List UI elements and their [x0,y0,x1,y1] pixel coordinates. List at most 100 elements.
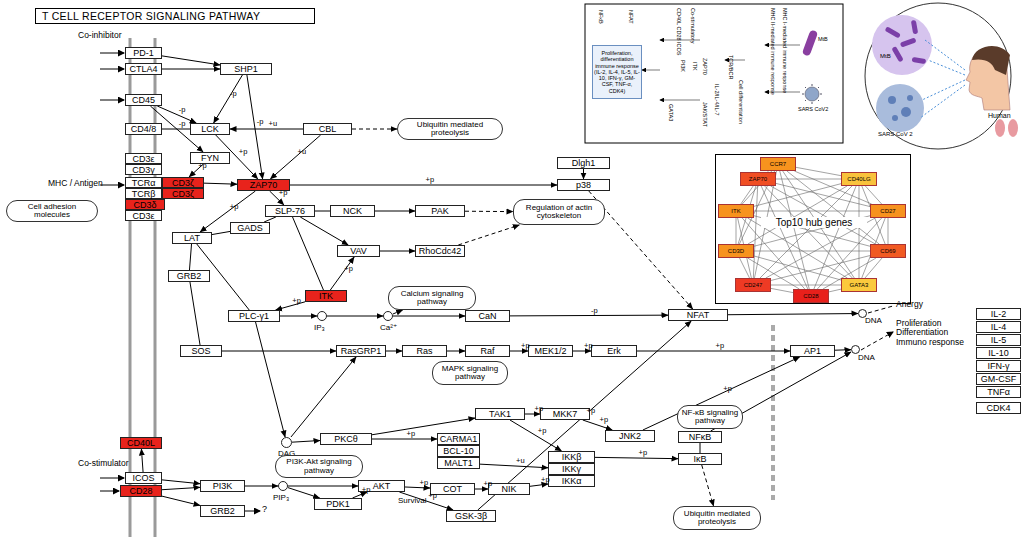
gene-box: LAT [172,232,212,244]
node-label: MKK7 [553,409,578,419]
gene-box: IL-5 [976,334,1021,346]
signal-arrow [204,183,237,184]
signal-arrow [270,191,284,205]
gene-box: IKKα [548,475,595,487]
free-label: TCR/BCR [728,55,734,79]
network-edge [765,186,853,278]
signal-arrow [475,489,488,490]
signal-arrow [315,211,330,212]
compound-circle: DNA [851,345,860,354]
free-label: Survival [398,497,438,506]
hub-gene-node: CD3D [718,244,754,258]
node-label: BCL-10 [443,446,474,456]
network-edge [859,186,860,278]
summary-box: Proliferation, differentiation immune re… [592,45,642,99]
node-label: GADS [237,223,263,233]
signal-arrow [141,449,143,472]
signal-arrow [375,211,415,212]
node-label: PI3K-Akt signaling pathway [279,458,359,475]
hub-gene-node: ITK [718,204,754,218]
gene-box: COT [430,483,475,495]
edge-label: +p [420,478,429,487]
gene-box: p38 [557,179,610,191]
node-label: GATA3 [850,282,869,288]
edge-label: +p [723,384,732,393]
node-label: GSK-3β [455,511,487,521]
free-label: PI3K [680,60,686,72]
free-label: MHC I-mediated immune response [782,8,788,93]
node-label: ITK [319,291,333,301]
edge-label: -p [179,105,186,114]
gene-box: Dlgh1 [557,157,610,169]
gene-box: RhoCdc42 [415,245,465,257]
free-label: SARS CoV 2 [878,131,913,138]
summary-inset-frame [585,4,843,143]
signal-arrow [447,351,465,352]
node-label: CD247 [744,282,763,288]
node-label: IKKβ [562,452,582,462]
summary-inset-arrows [642,40,800,100]
infection-illustration [865,3,1018,149]
node-label: SOS [191,346,210,356]
signal-arrow [288,486,358,487]
gene-box: CaN [465,310,510,322]
signal-arrow [293,217,324,290]
gene-box: CD45 [125,94,162,106]
pathway-link: NF-κB signaling pathway [677,405,743,429]
bacillus-icon [802,29,818,56]
network-edge [761,186,808,289]
edge-label: +p [344,264,353,273]
pathway-link: Ubiquitin mediated proteolysis [673,506,761,530]
compound-circle: Ca²⁺ [383,311,393,321]
free-label: MHC II-mediated immune response [770,8,776,95]
node-label: RhoCdc42 [419,246,462,256]
node-label: p38 [576,180,591,190]
node-label: IFN-γ [988,361,1010,371]
free-label: Human [988,112,1011,120]
node-label: CBL [319,124,337,134]
free-label: ZAP70 [702,58,708,75]
gene-box: GSK-3β [446,510,496,522]
gene-box: CD3ε [125,153,162,164]
gene-box: TCRβ [125,188,162,199]
node-label: IL-10 [988,348,1009,358]
signal-arrow [162,480,200,484]
gene-box: Ras [402,345,447,357]
free-label: NFκB [598,10,604,24]
network-edge [787,171,879,244]
node-label: PAK [431,206,448,216]
membrane-line [154,38,157,537]
free-label: ITK [692,62,698,71]
hub-gene-node: ZAP70 [740,172,776,186]
node-label: CD3D [728,248,744,254]
signal-arrow [291,357,356,437]
free-label: Proliferation Differentiation Immuno res… [896,319,974,347]
signal-arrow [380,251,415,252]
gene-box: BCL-10 [437,445,480,457]
node-label: AKT [373,481,391,491]
node-label: CD40LG [847,176,870,182]
compound-circle: PIP₃ [278,481,288,491]
edge-label: -p [591,306,598,315]
edge-label: -p [257,117,264,126]
pathway-link: Calcium signaling pathway [388,286,476,310]
network-edge [776,179,841,180]
network-edge [741,186,753,204]
gene-box: PD-1 [125,47,162,59]
gene-box: PLC-γ1 [228,310,280,322]
edge-label: +p [292,296,301,305]
gene-box: SOS [180,345,222,357]
membrane-line [129,38,132,537]
gene-box: IκB [678,453,722,465]
network-edge [888,218,889,244]
hub-gene-node: CD27 [870,204,906,218]
gene-box: NFκB [678,431,722,443]
network-edge [814,186,856,289]
signal-arrow [276,302,305,310]
hub-gene-node: GATA3 [841,278,877,292]
hub-gene-node: CD40LG [841,172,877,186]
node-label: SLP-76 [275,206,305,216]
signal-arrow [525,414,540,415]
node-label: IL-5 [991,335,1007,345]
node-label: ITK [731,208,740,214]
